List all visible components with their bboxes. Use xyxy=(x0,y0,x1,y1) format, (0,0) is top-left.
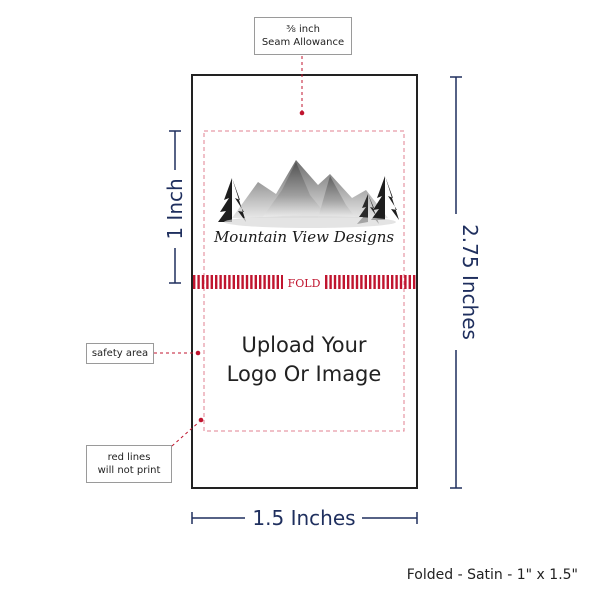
fold-stripe xyxy=(254,275,257,289)
fold-stripe xyxy=(333,275,337,289)
fold-stripe xyxy=(259,275,262,289)
seam-leader-dot xyxy=(299,110,305,116)
fold-stripe xyxy=(210,275,213,289)
fold-stripe xyxy=(408,275,411,289)
fold-stripe xyxy=(272,275,275,289)
total-height-label: 2.75 Inches xyxy=(458,224,482,340)
fold-stripe xyxy=(413,275,416,289)
upload-text-line2: Logo Or Image xyxy=(227,362,382,386)
fold-stripe xyxy=(386,275,389,289)
fold-stripe xyxy=(232,275,235,289)
fold-height-label: 1 Inch xyxy=(163,178,187,239)
fold-stripe xyxy=(369,275,372,289)
fold-stripe xyxy=(364,275,367,289)
total-height-dimension xyxy=(450,76,462,489)
seam-allowance-callout: ⅜ inch Seam Allowance xyxy=(254,17,352,55)
safety-area-callout: safety area xyxy=(86,343,154,364)
fold-stripe xyxy=(219,275,222,289)
fold-stripe xyxy=(281,275,284,289)
fold-stripe xyxy=(404,275,407,289)
logo-brand-text: Mountain View Designs xyxy=(213,228,394,246)
fold-stripe xyxy=(347,275,350,289)
fold-stripe xyxy=(250,275,253,289)
fold-stripe xyxy=(201,275,205,289)
product-description: Folded - Satin - 1" x 1.5" xyxy=(406,567,578,583)
fold-stripe xyxy=(391,275,394,289)
red-lines-text-line1: red lines xyxy=(107,452,151,463)
fold-stripe xyxy=(360,275,363,289)
red-lines-text-line2: will not print xyxy=(97,465,161,476)
fold-stripe xyxy=(399,275,403,289)
seam-allowance-unit: inch xyxy=(298,24,320,35)
seam-allowance-fraction: ⅜ xyxy=(286,24,296,35)
fold-stripe xyxy=(237,275,240,289)
fold-label: FOLD xyxy=(288,277,321,290)
fold-stripe xyxy=(351,275,354,289)
redlines-leader-dot xyxy=(198,417,204,423)
fold-stripe xyxy=(276,275,279,289)
fold-stripe xyxy=(377,275,381,289)
fold-stripe xyxy=(228,275,231,289)
redlines-leader-line xyxy=(171,421,200,447)
width-label: 1.5 Inches xyxy=(252,506,355,530)
fold-height-dimension xyxy=(169,130,181,284)
fold-stripe xyxy=(395,275,398,289)
fold-stripe xyxy=(223,275,227,289)
fold-stripe xyxy=(338,275,341,289)
fold-stripe xyxy=(245,275,249,289)
seam-allowance-line2: Seam Allowance xyxy=(261,37,345,48)
mountain-logo-artwork xyxy=(218,160,399,228)
fold-label-backdrop xyxy=(283,274,325,290)
safety-leader-dot xyxy=(195,350,201,356)
fold-stripe xyxy=(197,275,200,289)
red-lines-callout: red lines will not print xyxy=(86,445,172,483)
safety-area-text: safety area xyxy=(91,348,149,359)
upload-text-line1: Upload Your xyxy=(241,333,366,357)
fold-stripe xyxy=(263,275,266,289)
fold-stripe xyxy=(206,275,209,289)
width-dimension xyxy=(191,512,418,524)
fold-stripe xyxy=(373,275,376,289)
fold-stripe xyxy=(325,275,328,289)
fold-stripe xyxy=(193,275,196,289)
fold-stripe xyxy=(329,275,332,289)
fold-stripe xyxy=(382,275,385,289)
seam-allowance-line1: ⅜ inch xyxy=(255,23,351,36)
fold-stripe xyxy=(241,275,244,289)
fold-stripe xyxy=(342,275,345,289)
fold-stripe xyxy=(215,275,218,289)
fold-stripe xyxy=(267,275,271,289)
fold-stripe xyxy=(355,275,359,289)
